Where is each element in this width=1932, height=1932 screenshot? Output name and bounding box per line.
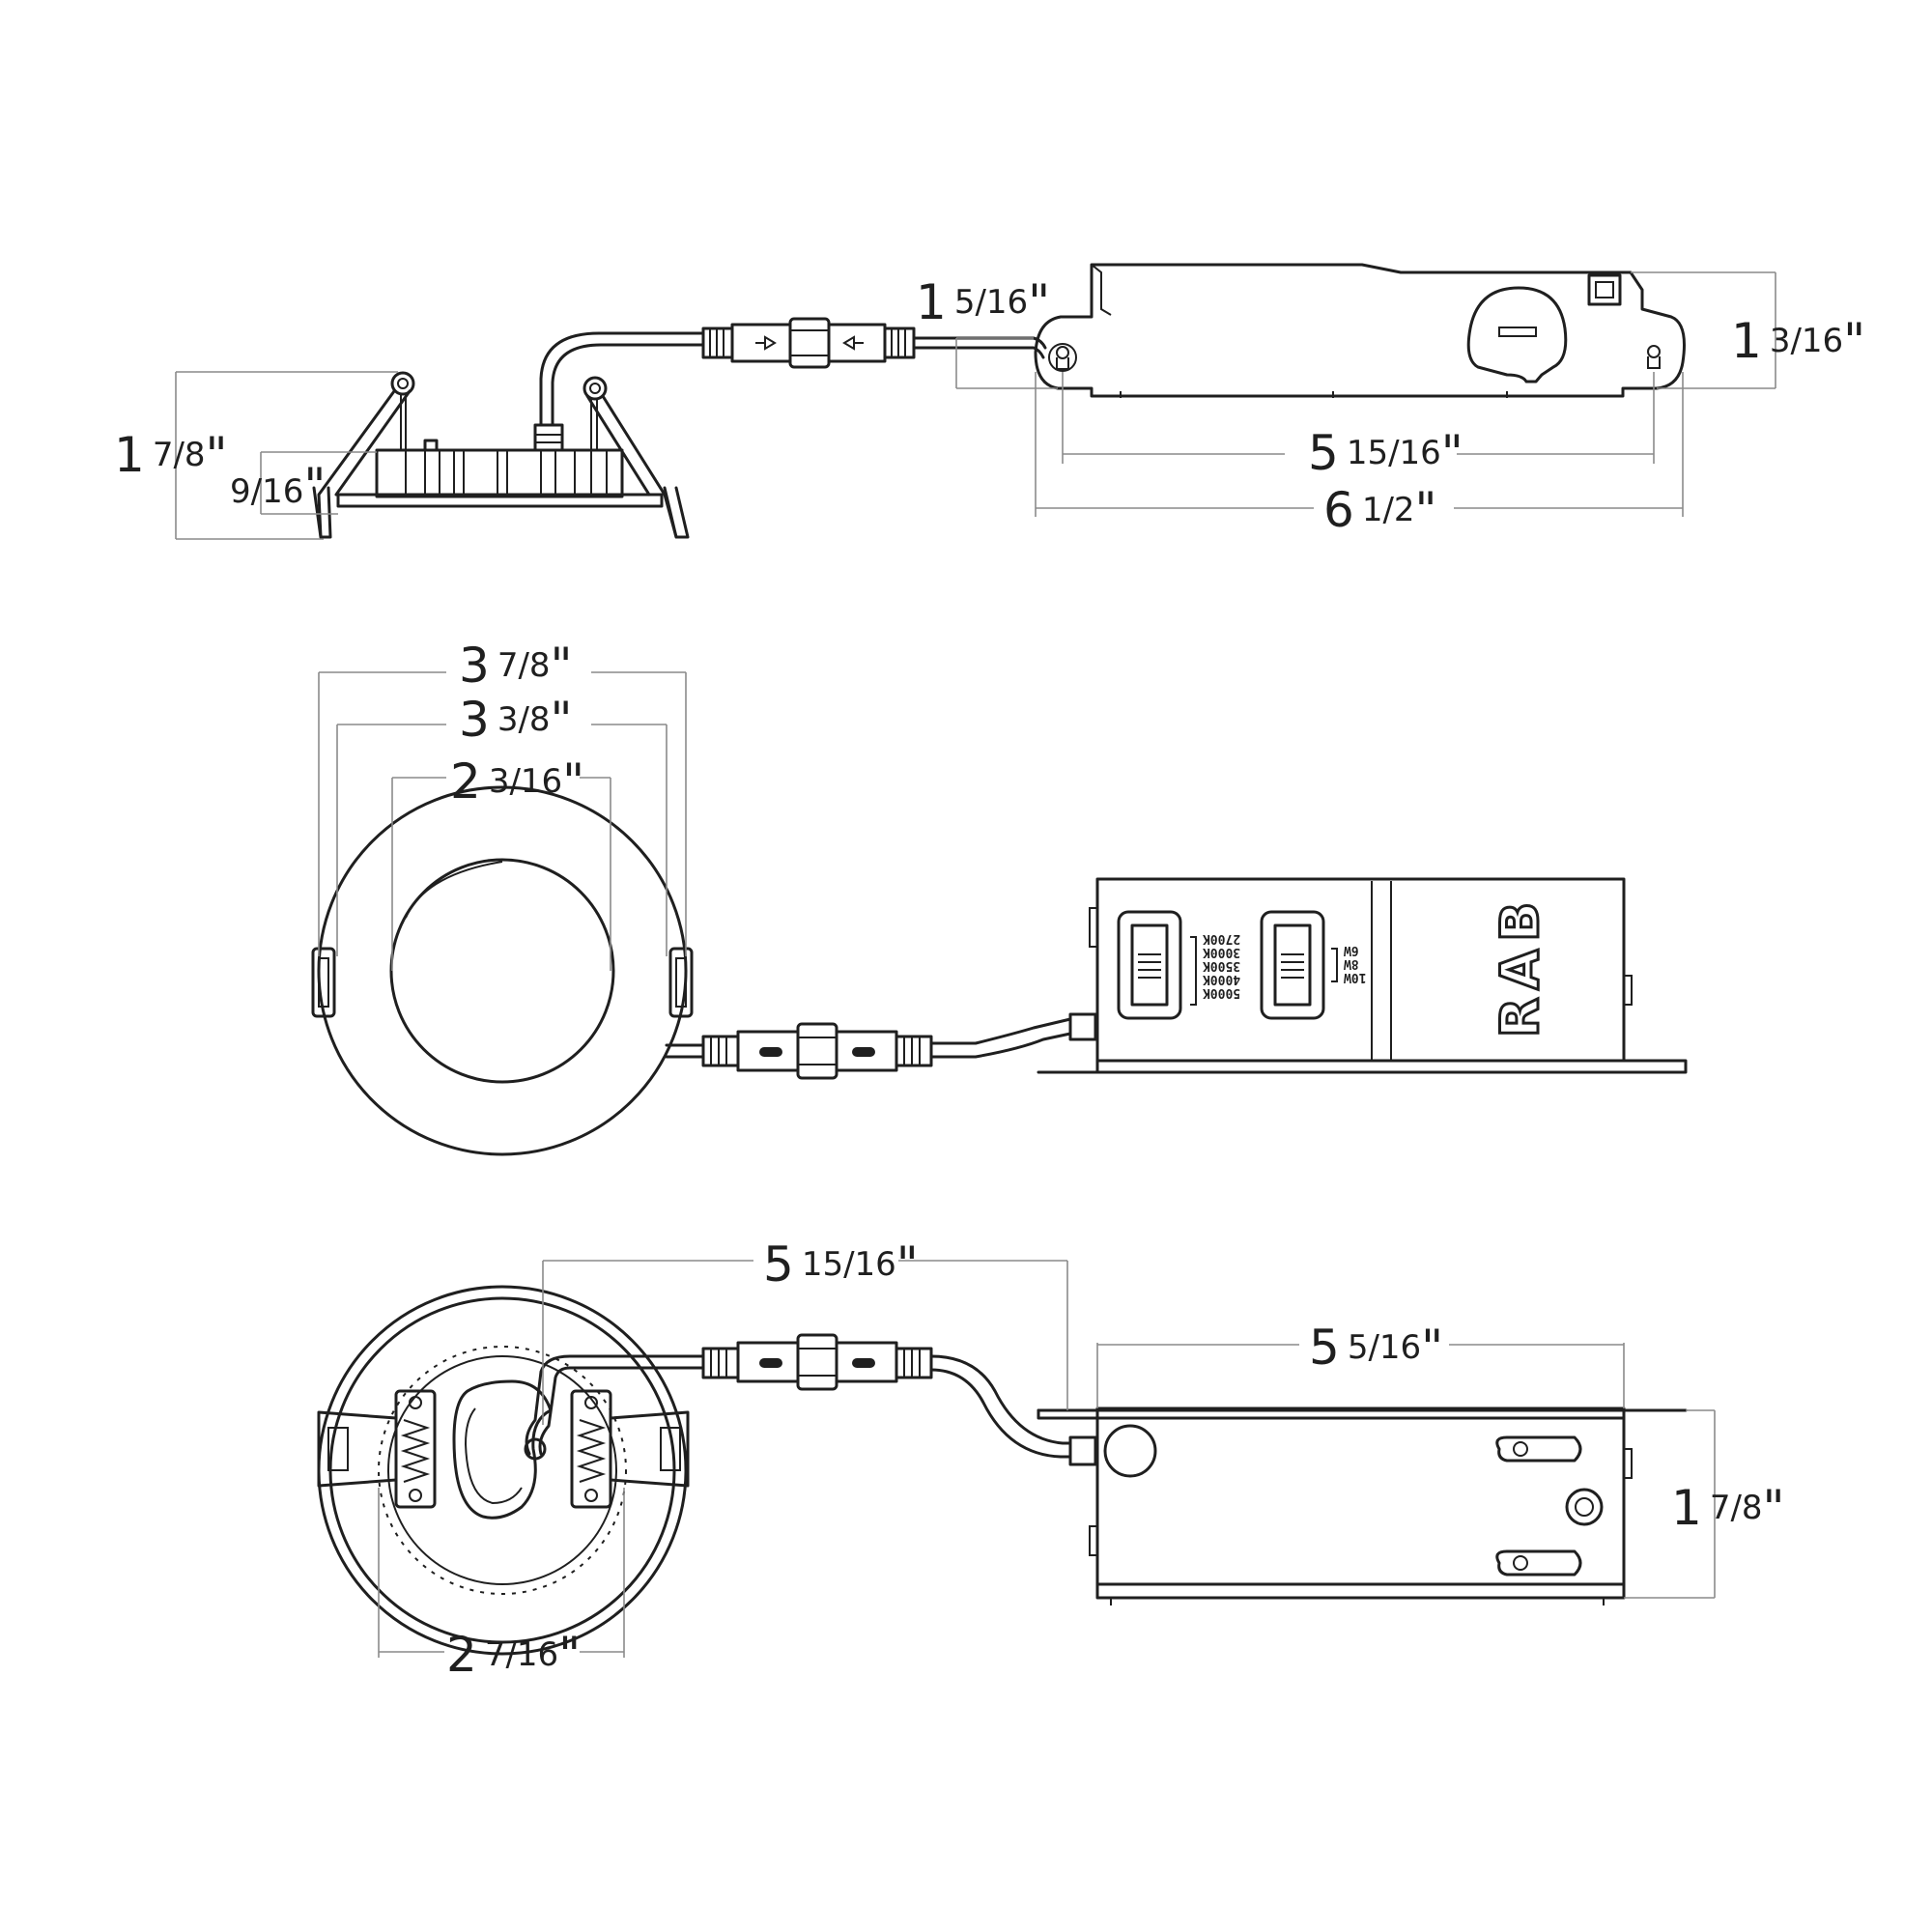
keyhole-slot-icon: [1647, 345, 1661, 369]
cct-option-1: 3000K: [1203, 945, 1240, 959]
wattage-option-0: 6W: [1344, 943, 1359, 957]
cct-switch: 2700K 3000K 3500K 4000K 5000K: [1117, 910, 1240, 1020]
wattage-switch: 6W 8W 10W: [1260, 910, 1367, 1020]
connector-icon: [701, 1333, 933, 1391]
cct-option-3: 4000K: [1203, 972, 1240, 986]
keyhole-slot-icon: [1495, 1435, 1582, 1463]
driver-box-side: [1034, 263, 1686, 398]
connector-icon: [701, 1022, 933, 1080]
arrow-right-icon: [755, 335, 777, 351]
spring-clip-icon: [582, 376, 690, 539]
bottom-view: 515/16" 55/16" 17/8" 27/16": [317, 1236, 1785, 1683]
dim-lines-view1: [175, 271, 1776, 540]
dim-lines-view2: [318, 671, 687, 971]
connector-icon: [701, 317, 916, 369]
arrow-left-icon: [842, 335, 864, 351]
keyhole-slot-icon: [1048, 343, 1077, 372]
spring-clip-icon: [312, 371, 415, 539]
cct-option-2: 3500K: [1203, 958, 1240, 973]
trim-bottom: [317, 1285, 705, 1656]
fixture-side: [312, 371, 690, 539]
cct-option-0: 2700K: [1203, 931, 1240, 946]
side-view: 17/8" 9/16" 15/16" 13/16" 515/16" 61/2": [114, 263, 1865, 540]
wattage-option-1: 8W: [1344, 956, 1359, 971]
driver-box-top: 2700K 3000K 3500K 4000K 5000K 6W 8W 10W …: [1037, 877, 1688, 1074]
dim-lines-view3: [378, 1260, 1716, 1658]
wattage-option-2: 10W: [1344, 970, 1367, 984]
keyhole-slot-icon: [1495, 1549, 1582, 1577]
brand-logo: RAB: [1490, 895, 1550, 1038]
driver-box-bottom: [1037, 1406, 1688, 1605]
top-view: 2700K 3000K 3500K 4000K 5000K 6W 8W 10W …: [311, 638, 1688, 1156]
dim-side-trim-height: 9/16": [230, 458, 326, 514]
cct-option-4: 5000K: [1203, 985, 1240, 1000]
trim-top: [311, 785, 694, 1156]
